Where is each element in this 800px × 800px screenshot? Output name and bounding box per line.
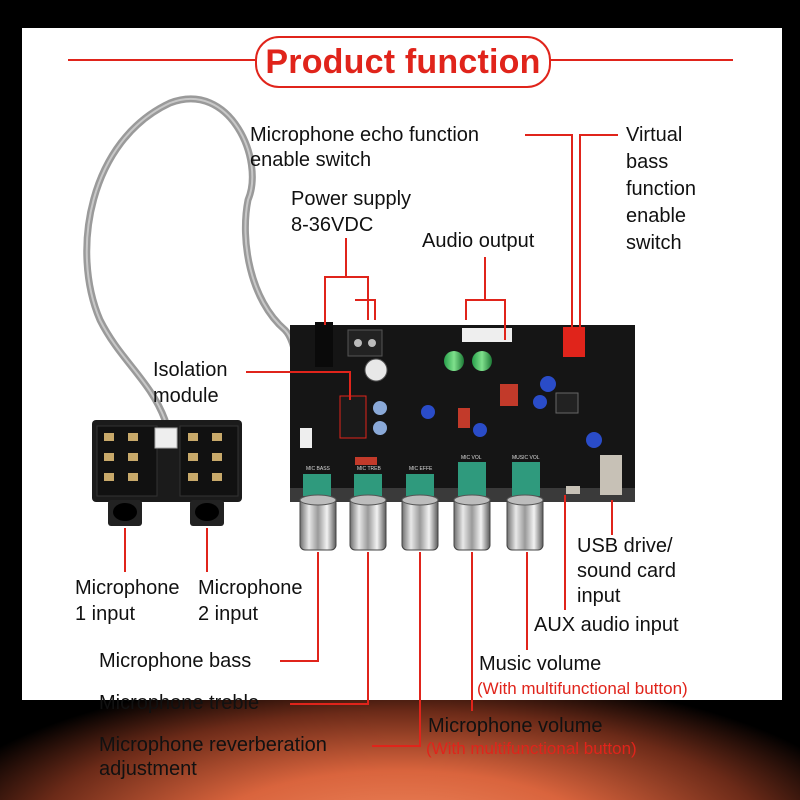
- label-music-volume: Music volume: [479, 653, 602, 675]
- pot-3: [401, 474, 439, 551]
- title-rule-right: [547, 59, 733, 61]
- silk-mic-vol: MIC VOL: [461, 455, 482, 461]
- label-echo-switch-line2: enable switch: [250, 149, 372, 171]
- mic-jack-module: [92, 420, 242, 526]
- label-aux-input: AUX audio input: [534, 614, 679, 636]
- silk-mic-effe: MIC EFFE: [409, 466, 433, 472]
- label-audio-output: Audio output: [422, 230, 535, 252]
- silk-mic-treb: MIC TREB: [357, 466, 381, 472]
- bottom-glow-background: [0, 700, 800, 800]
- silk-mic-bass: MIC BASS: [306, 466, 331, 472]
- silk-music-vol: MUSIC VOL: [512, 455, 540, 461]
- label-mic-volume: Microphone volume: [428, 715, 603, 737]
- label-mic-volume-note: (With multifunctional button): [426, 739, 637, 758]
- leader-lines: [124, 134, 618, 747]
- pot-4: [453, 462, 491, 551]
- label-echo-switch-line1: Microphone echo function: [250, 124, 480, 146]
- label-mic-treble: Microphone treble: [99, 692, 260, 714]
- title-rule-left: [68, 59, 255, 61]
- pot-2: [349, 474, 387, 551]
- pot-5: [506, 462, 544, 551]
- page-title: Product function: [265, 42, 541, 81]
- pot-1: [299, 474, 337, 551]
- label-music-volume-note: (With multifunctional button): [477, 679, 688, 698]
- label-mic-bass: Microphone bass: [99, 650, 252, 672]
- title-badge: Product function: [255, 36, 551, 88]
